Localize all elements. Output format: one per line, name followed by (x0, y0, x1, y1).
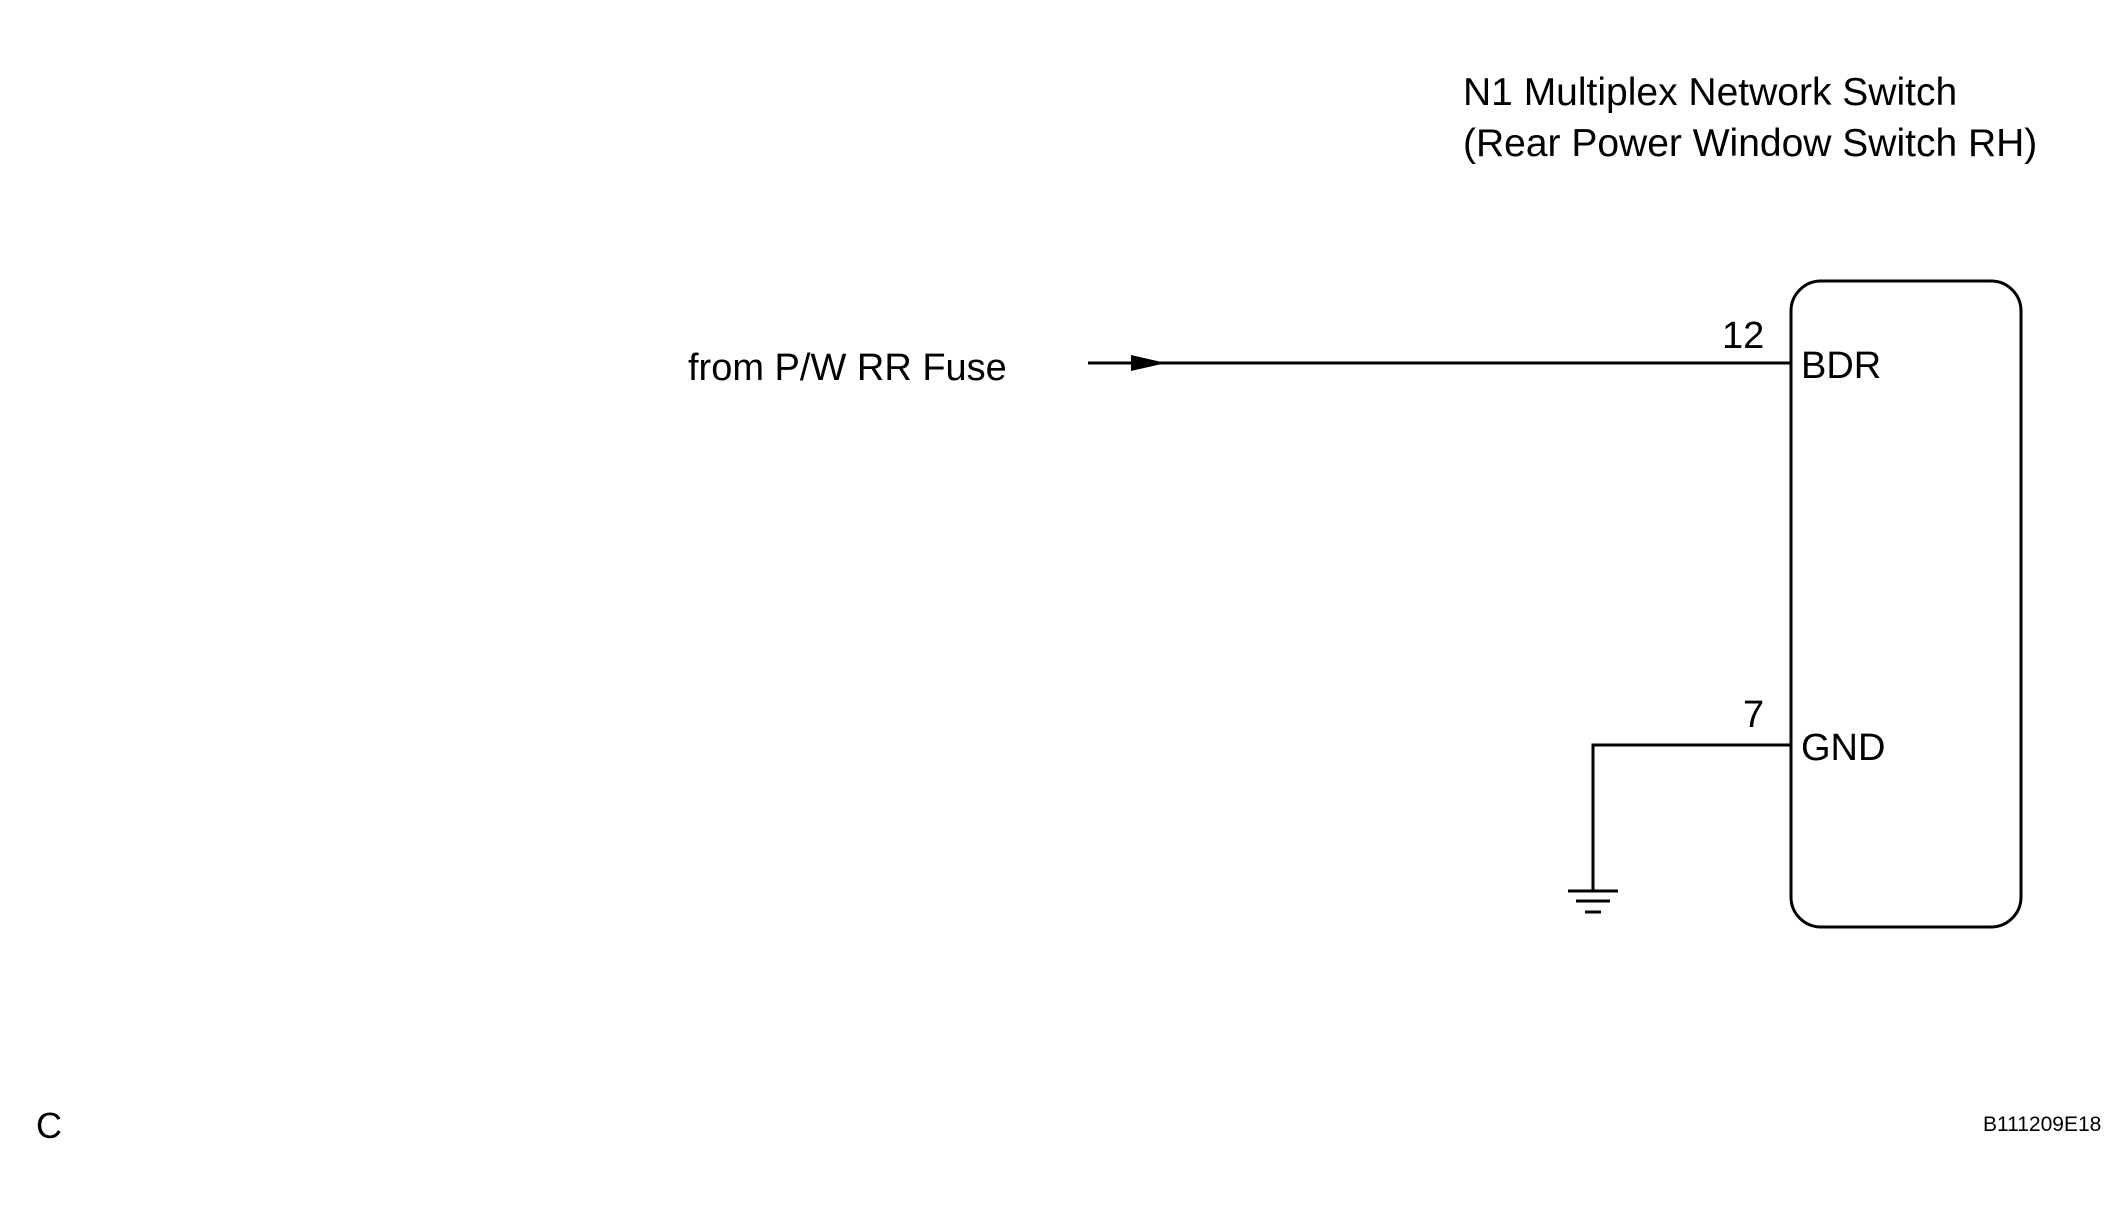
component-title-line1: N1 Multiplex Network Switch (1463, 71, 1958, 114)
component-title-line2: (Rear Power Window Switch RH) (1463, 122, 2038, 165)
switch-component-box (1789, 279, 2023, 929)
ground-symbol-icon (1568, 889, 1618, 914)
arrow-right-icon (1131, 355, 1166, 371)
section-letter: C (36, 1105, 62, 1146)
pin-number-7: 7 (1743, 694, 1765, 736)
source-label: from P/W RR Fuse (688, 347, 1007, 389)
figure-id: B111209E18 (1983, 1113, 2102, 1136)
gnd-wire (1591, 743, 1791, 891)
pin-name-bdr: BDR (1801, 345, 1882, 387)
pin-number-12: 12 (1722, 315, 1765, 357)
pin-name-gnd: GND (1801, 727, 1886, 769)
